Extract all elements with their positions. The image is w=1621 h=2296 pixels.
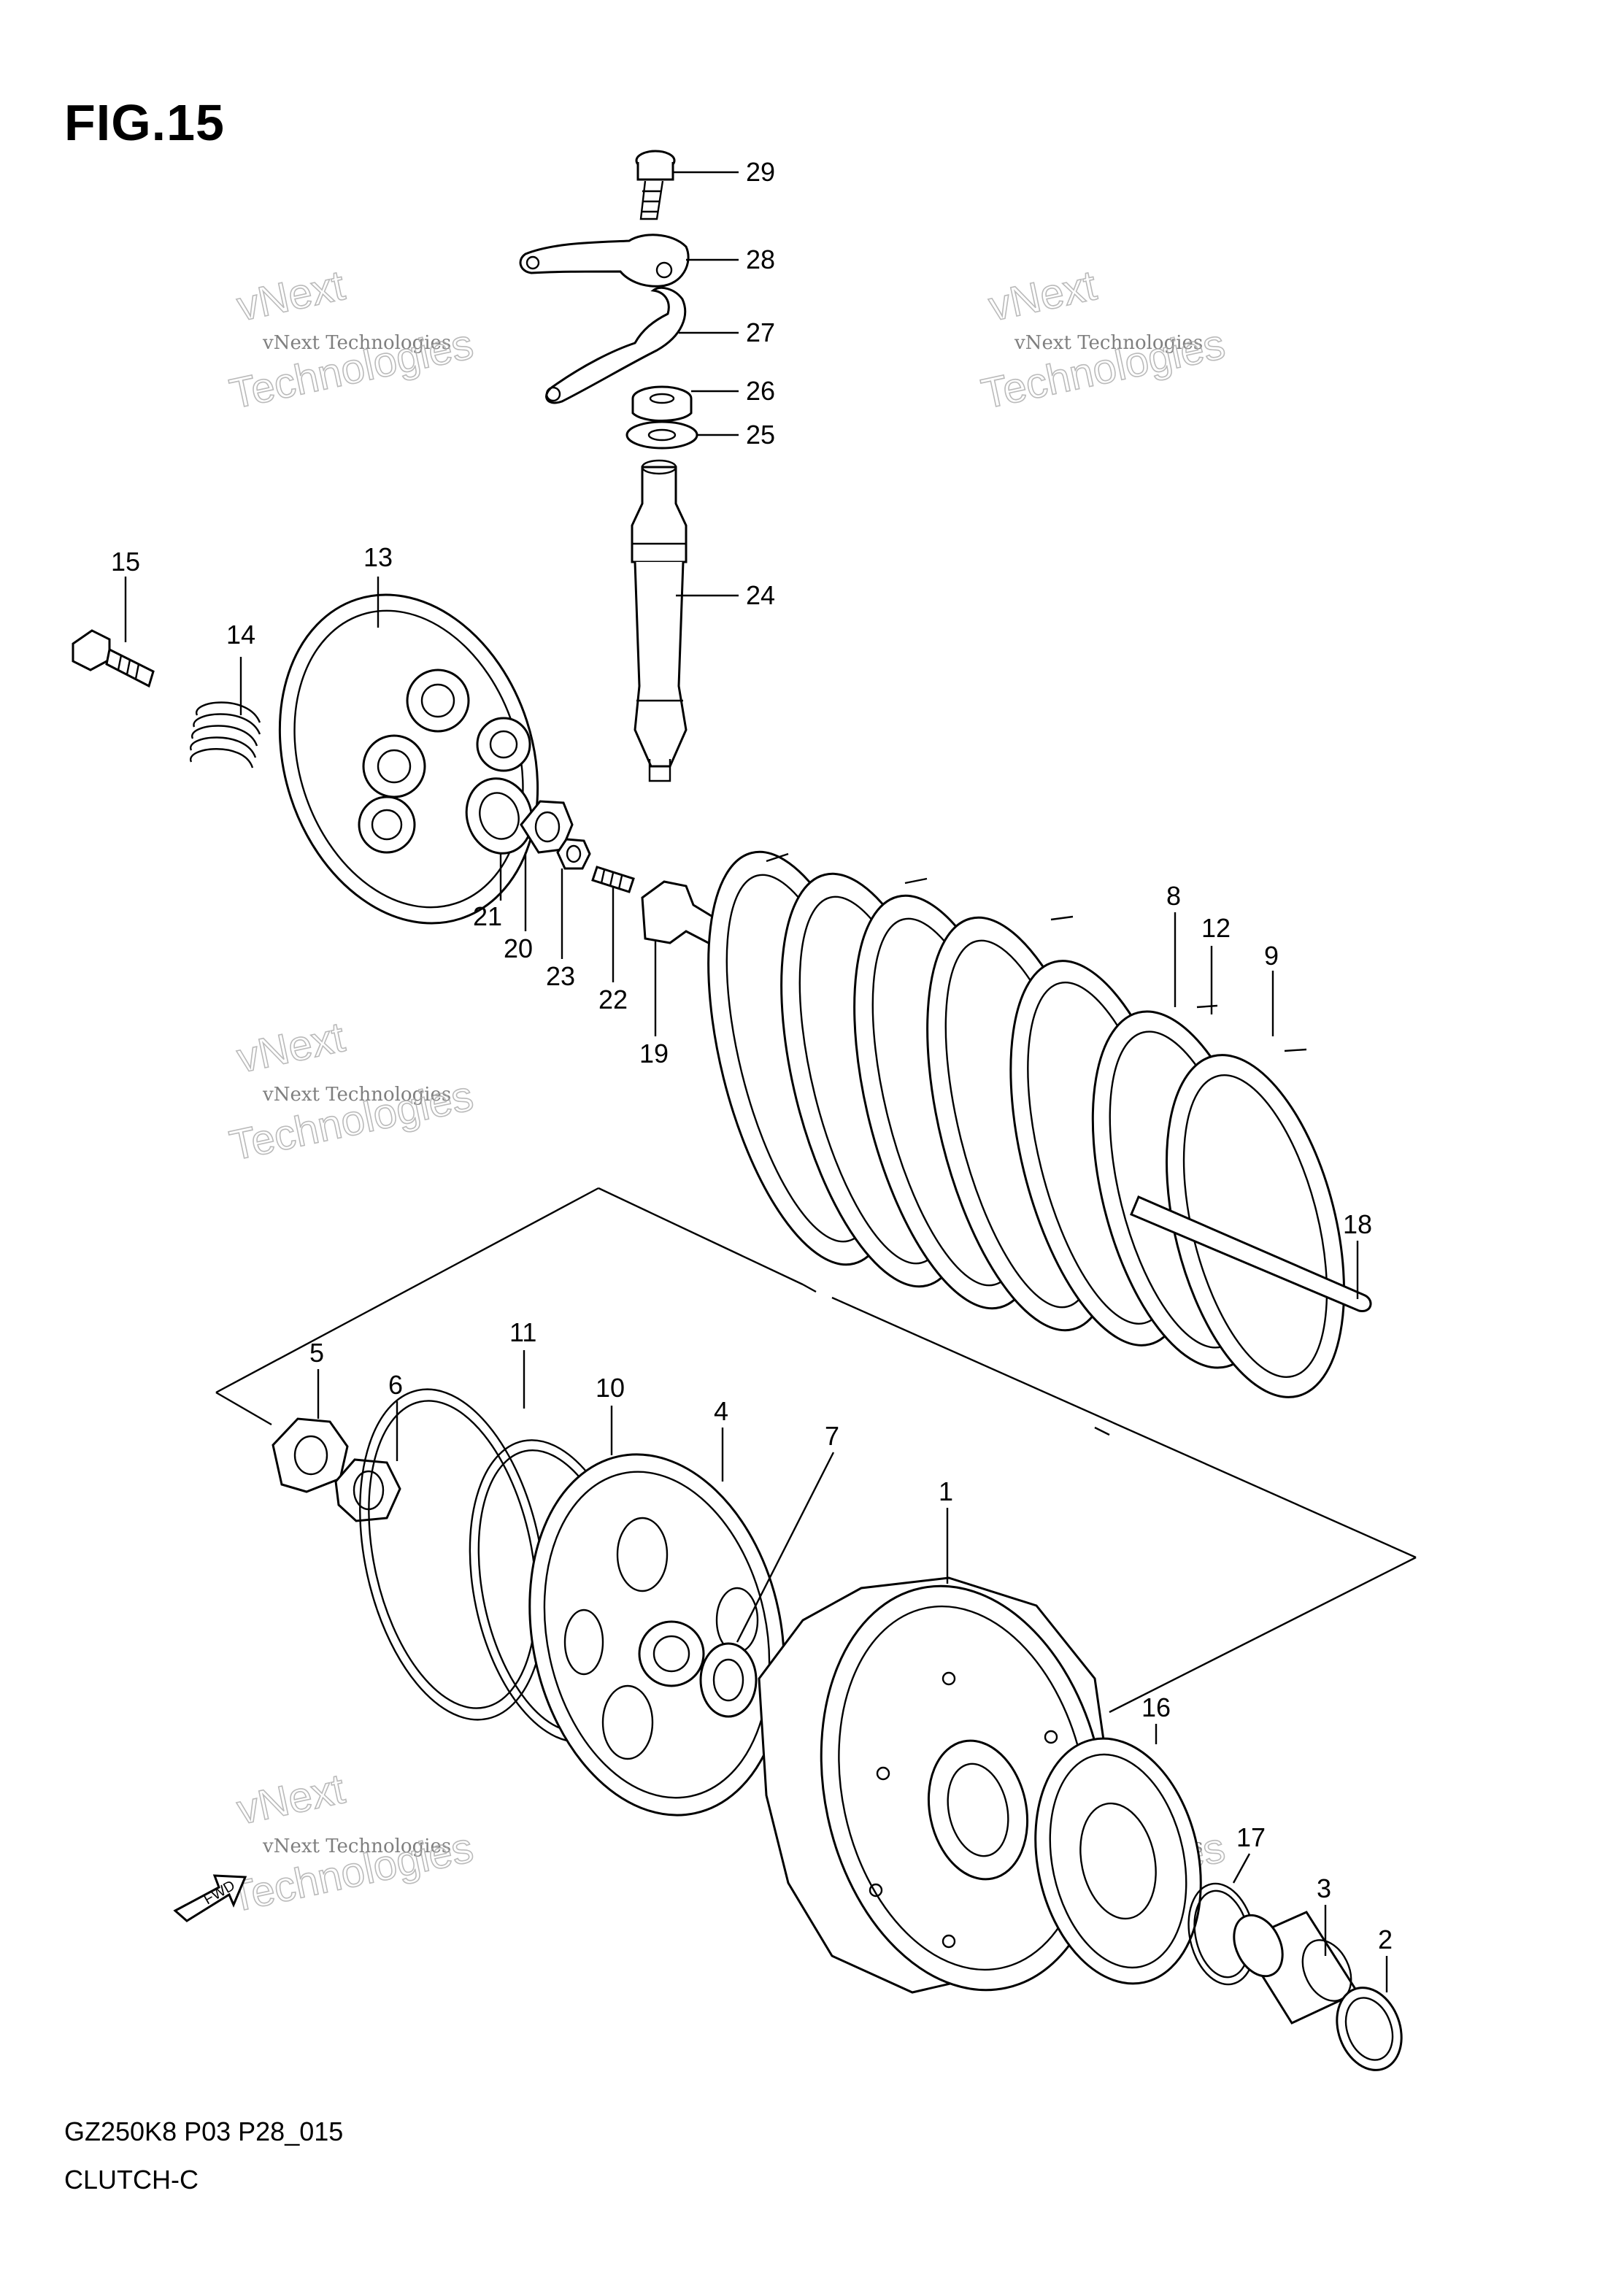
part-1-primary-driven-gear (758, 1576, 1111, 1994)
part-6-lock-washer (334, 1458, 401, 1522)
svg-text:vNext: vNext (233, 1013, 349, 1082)
callout-14: 14 (226, 620, 255, 650)
callout-4: 4 (714, 1396, 728, 1426)
part-28-lever (519, 234, 690, 288)
callout-22: 22 (598, 985, 628, 1014)
part-23-nut (556, 838, 591, 870)
watermark-bottom-left: vNext vNext Technologies Technologies (225, 1765, 477, 1922)
callout-1: 1 (939, 1476, 953, 1506)
part-29-bolt (635, 150, 676, 220)
figure-name: CLUTCH-C (64, 2165, 199, 2195)
part-5-nut (272, 1417, 349, 1493)
part-18-push-rod (1130, 1195, 1372, 1312)
part-7-washer (699, 1642, 758, 1718)
callout-10: 10 (596, 1373, 625, 1403)
part-24-release-shaft (631, 459, 688, 782)
callout-25: 25 (746, 420, 775, 450)
callout-11: 11 (509, 1317, 536, 1347)
part-21-bearing (465, 777, 534, 855)
part-11-circlip (359, 1388, 546, 1721)
callout-23: 23 (546, 961, 575, 991)
callout-6: 6 (388, 1370, 403, 1400)
callout-29: 29 (746, 157, 775, 187)
svg-text:vNext: vNext (985, 261, 1101, 330)
part-26-seal (631, 385, 693, 422)
part-25-washer (625, 420, 698, 450)
part-4-clutch-sleeve-hub (528, 1453, 785, 1817)
watermark-top-right: vNext vNext Technologies Technologies (977, 261, 1229, 419)
svg-text:vNext Technologies: vNext Technologies (262, 1084, 451, 1106)
figure-code: GZ250K8 P03 P28_015 (64, 2116, 344, 2146)
svg-text:vNext Technologies: vNext Technologies (262, 1835, 451, 1857)
part-14-spring (190, 701, 261, 768)
figure-title: FIG.15 (64, 94, 225, 151)
svg-text:vNext: vNext (233, 1765, 349, 1833)
callout-numbers: 29 28 27 26 25 24 15 14 13 21 20 23 22 1… (111, 157, 1393, 1954)
callout-leaders (124, 171, 1388, 1992)
part-20-washer (520, 800, 574, 854)
callout-16: 16 (1141, 1692, 1171, 1722)
callout-15: 15 (111, 547, 140, 577)
callout-2: 2 (1378, 1925, 1393, 1954)
callout-24: 24 (746, 580, 775, 610)
svg-text:vNext Technologies: vNext Technologies (262, 332, 451, 354)
callout-9: 9 (1264, 941, 1279, 971)
callout-26: 26 (746, 376, 775, 406)
callout-18: 18 (1343, 1209, 1372, 1239)
callout-5: 5 (309, 1338, 324, 1368)
part-16-primary-gear (1034, 1737, 1202, 1985)
callout-8: 8 (1166, 881, 1181, 911)
part-15-bolt (72, 629, 155, 688)
callout-21: 21 (473, 901, 502, 931)
clutch-plate-stack (707, 850, 1346, 1398)
callout-17: 17 (1236, 1822, 1266, 1852)
svg-text:vNext Technologies: vNext Technologies (1014, 332, 1203, 354)
callout-28: 28 (746, 244, 775, 274)
watermark-mid-left: vNext vNext Technologies Technologies (225, 1013, 477, 1171)
callout-12: 12 (1201, 913, 1231, 943)
part-22-stud (591, 866, 635, 893)
assembly-box-outline (215, 1187, 1417, 1804)
part-13-pressure-plate (278, 593, 539, 925)
callout-20: 20 (504, 933, 533, 963)
part-2-washer (1336, 1987, 1403, 2071)
part-27-cable-arm (545, 287, 687, 404)
callout-19: 19 (639, 1039, 669, 1068)
watermark-top-left: vNext vNext Technologies Technologies (225, 261, 477, 419)
callout-13: 13 (363, 542, 393, 572)
svg-text:vNext: vNext (233, 261, 349, 330)
callout-7: 7 (825, 1421, 839, 1451)
callout-27: 27 (746, 317, 775, 347)
callout-3: 3 (1317, 1873, 1331, 1903)
